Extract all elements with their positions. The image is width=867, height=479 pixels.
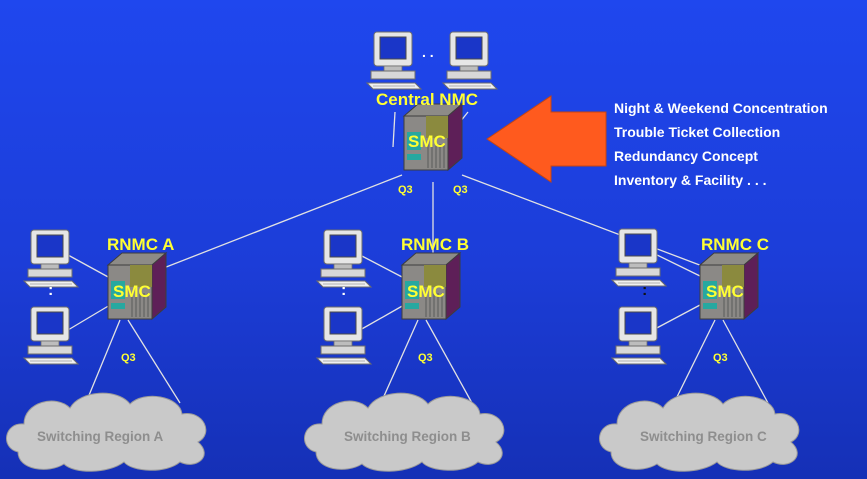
rnmc-c-q3-label: Q3 — [713, 352, 728, 364]
rnmc-b-dots: : — [341, 282, 347, 299]
rnmc-a-smc-label: SMC — [113, 282, 151, 301]
central-computers-dots: . . — [422, 44, 434, 60]
rnmc-c-computer-icon — [611, 306, 667, 365]
function-item: Trouble Ticket Collection — [614, 124, 781, 140]
function-item: Redundancy Concept — [614, 148, 758, 164]
switching-region-b-label: Switching Region B — [344, 429, 471, 444]
function-item: Inventory & Facility . . . — [614, 172, 767, 188]
rnmc-b-label: RNMC B — [401, 235, 469, 254]
central-q3-left-label: Q3 — [398, 184, 413, 196]
central-nmc-label: Central NMC — [376, 90, 479, 109]
connection-lines — [67, 111, 769, 406]
rnmc-a-dots: : — [48, 282, 54, 299]
rnmc-c-label: RNMC C — [701, 235, 769, 254]
rnmc-c-computer-icon — [611, 228, 667, 287]
rnmc-b-computer-icon — [316, 229, 372, 288]
rnmc-b-smc-label: SMC — [407, 282, 445, 301]
central-q3-right-label: Q3 — [453, 184, 468, 196]
function-item: Night & Weekend Concentration — [614, 100, 828, 116]
central-smc-label: SMC — [408, 132, 446, 151]
switching-region-a-label: Switching Region A — [37, 429, 164, 444]
rnmc-a-q3-label: Q3 — [121, 352, 136, 364]
central-computer-icon — [442, 31, 498, 90]
rnmc-a-label: RNMC A — [107, 235, 175, 254]
rnmc-b-q3-label: Q3 — [418, 352, 433, 364]
rnmc-c-smc-label: SMC — [706, 282, 744, 301]
rnmc-b-computer-icon — [316, 306, 372, 365]
rnmc-a-computer-icon — [23, 306, 79, 365]
rnmc-c-dots: : — [642, 282, 648, 299]
orange-arrow-icon — [486, 95, 607, 183]
rnmc-a-computer-icon — [23, 229, 79, 288]
switching-region-c-label: Switching Region C — [640, 429, 767, 444]
central-computer-icon — [366, 31, 422, 90]
